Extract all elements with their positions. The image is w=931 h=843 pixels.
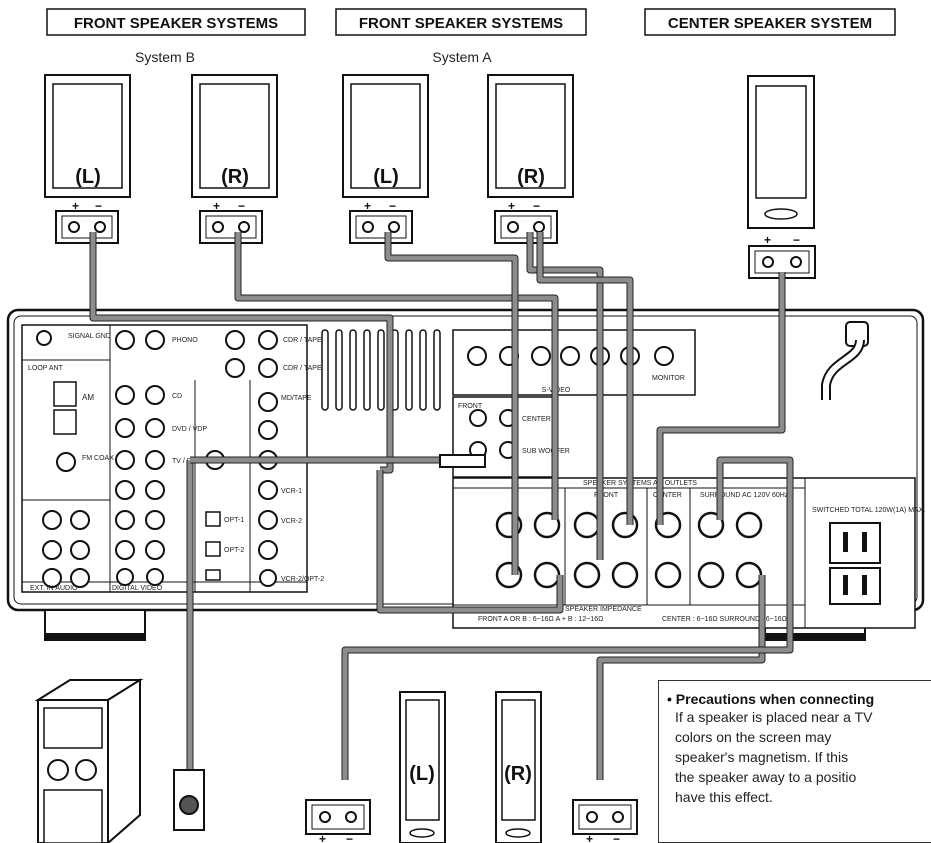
terminal-b-left: + − (55, 199, 119, 244)
speaker-a-left-label: (L) (373, 166, 399, 188)
terminal-screw (319, 811, 331, 823)
front-speaker-systems-b-header: FRONT SPEAKER SYSTEMS (46, 8, 306, 36)
speaker-b-right-label: (R) (221, 166, 249, 188)
terminal-screw (345, 811, 357, 823)
terminal-b-right: + − (199, 199, 263, 244)
surround-left-label: (L) (409, 763, 435, 785)
surround-right-label: (R) (504, 763, 532, 785)
vcr1-label: VCR-1 (281, 488, 302, 495)
minus-sign: − (238, 199, 245, 213)
center-out-label: CENTER (653, 492, 682, 499)
opt1-label: OPT-1 (224, 517, 244, 524)
phono-label: PHONO (172, 337, 198, 344)
note-line: colors on the screen may (675, 729, 832, 745)
speaker-wires (89, 232, 794, 780)
note-title: • Precautions when connecting (667, 691, 875, 707)
rca-plug (439, 454, 486, 468)
terminal-screw (790, 256, 802, 268)
dvd-vdp-label: DVD / VDP (172, 426, 207, 433)
precautions-note: • Precautions when connecting If a speak… (658, 680, 931, 843)
impedance-center-label: CENTER : 6~16Ω SURROUND : 6~16Ω (662, 616, 787, 623)
system-b-label: System B (135, 49, 195, 65)
vcr2-label: VCR-2 (281, 518, 302, 525)
terminal-surround-left: + − (305, 799, 371, 843)
opt2-label: OPT-2 (224, 547, 244, 554)
md-tape-label: MD/TAPE (281, 395, 312, 402)
terminal-screw (762, 256, 774, 268)
subwoofer-label: SUB WOOFER (522, 448, 570, 455)
terminal-center: + − (748, 233, 816, 279)
terminal-surround-right: + − (572, 799, 638, 843)
signal-gnd-label: SIGNAL GND (68, 333, 111, 340)
front-b-header-text: FRONT SPEAKER SYSTEMS (74, 15, 278, 32)
terminal-screw (94, 221, 106, 233)
cd-label: CD (172, 393, 182, 400)
system-a-label: System A (432, 49, 492, 65)
cdr-tape-1-label: CDR / TAPE (283, 337, 322, 344)
terminal-a-right: + − (494, 199, 558, 244)
plus-sign: + (764, 233, 771, 247)
speaker-b-left-label: (L) (75, 166, 101, 188)
speaker-a-left: (L) (342, 74, 429, 198)
note-line: If a speaker is placed near a TV (675, 709, 873, 725)
digital-video-label: DIGITAL VIDEO (112, 585, 163, 592)
terminal-screw (533, 221, 545, 233)
terminal-screw (238, 221, 250, 233)
speaker-outlets-label: SPEAKER SYSTEMS AC OUTLETS (583, 480, 697, 487)
terminal-screw (362, 221, 374, 233)
center-header-text: CENTER SPEAKER SYSTEM (668, 15, 872, 32)
am-label: AM (82, 393, 94, 402)
front-a-header-text: FRONT SPEAKER SYSTEMS (359, 15, 563, 32)
minus-sign: − (533, 199, 540, 213)
ext-in-label: EXT. IN AUDIO (30, 585, 78, 592)
minus-sign: − (613, 832, 620, 843)
fm-coax-label: FM COAX 75Ω (82, 455, 129, 462)
terminal-screw (507, 221, 519, 233)
vcr2-opt2-label: VCR-2/OPT-2 (281, 576, 324, 583)
front-speaker-systems-a-header: FRONT SPEAKER SYSTEMS (335, 8, 587, 36)
minus-sign: − (346, 832, 353, 843)
terminal-screw (586, 811, 598, 823)
plus-sign: + (364, 199, 371, 213)
terminal-screw (212, 221, 224, 233)
loop-ant-label: LOOP ANT (28, 365, 64, 372)
plus-sign: + (586, 832, 593, 843)
speaker-a-right: (R) (487, 74, 574, 198)
subwoofer (34, 678, 205, 843)
terminal-screw (388, 221, 400, 233)
impedance-label: SPEAKER IMPEDANCE (565, 606, 642, 613)
plus-sign: + (319, 832, 326, 843)
monitor-label: MONITOR (652, 375, 685, 382)
receiver-rear-panel: SIGNAL GND LOOP ANT AM FM COAX 75Ω EXT. … (6, 308, 925, 641)
surround-out-label: SURROUND AC 120V 60Hz (700, 492, 789, 499)
terminal-screw (612, 811, 624, 823)
minus-sign: − (793, 233, 800, 247)
speaker-b-left: (L) (44, 74, 131, 198)
note-line: the speaker away to a positio (675, 769, 857, 785)
speaker-a-right-label: (R) (517, 166, 545, 188)
plus-sign: + (213, 199, 220, 213)
center-speaker (747, 75, 815, 229)
plus-sign: + (72, 199, 79, 213)
front-preout-label: FRONT (458, 403, 483, 410)
audio-jack-grid (115, 330, 165, 586)
note-line: speaker's magnetism. If this (675, 749, 849, 765)
center-speaker-system-header: CENTER SPEAKER SYSTEM (644, 8, 896, 36)
center-preout-label: CENTER (522, 416, 551, 423)
minus-sign: − (95, 199, 102, 213)
terminal-screw (68, 221, 80, 233)
minus-sign: − (389, 199, 396, 213)
impedance-front-label: FRONT A OR B : 6~16Ω A + B : 12~16Ω (478, 616, 603, 623)
note-line: have this effect. (675, 789, 773, 805)
front-out-label: FRONT (594, 492, 619, 499)
vent-slots (321, 329, 441, 411)
switched-outlet-label: SWITCHED TOTAL 120W(1A) MAX. (812, 507, 925, 514)
surround-speaker-right: (R) (495, 691, 542, 843)
speaker-b-right: (R) (191, 74, 278, 198)
terminal-a-left: + − (349, 199, 413, 244)
surround-speaker-left: (L) (399, 691, 446, 843)
cdr-tape-2-label: CDR / TAPE (283, 365, 322, 372)
plus-sign: + (508, 199, 515, 213)
